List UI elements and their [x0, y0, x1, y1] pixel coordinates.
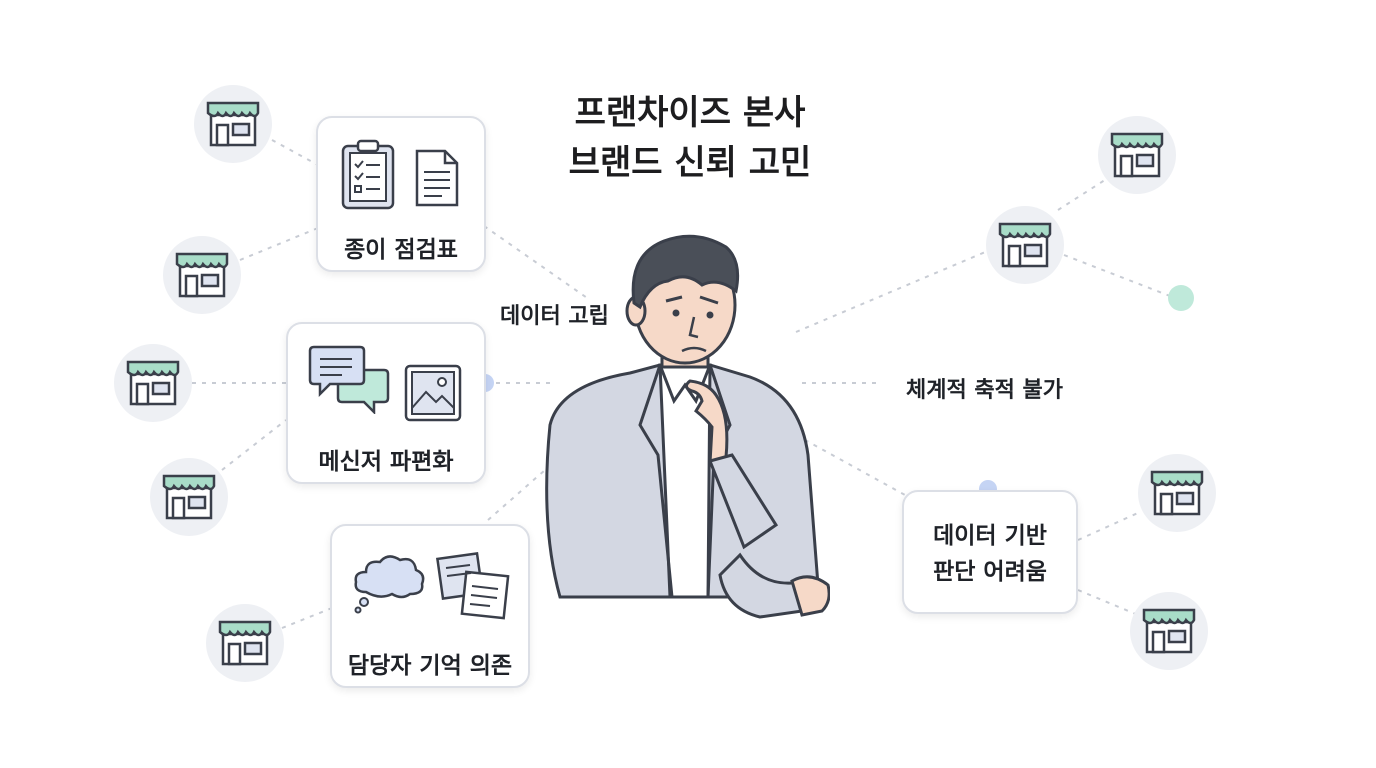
sticky-notes-icon [436, 552, 510, 620]
card-label-line-1: 데이터 기반 [933, 523, 1047, 549]
tag-no-accumulation: 체계적 축적 불가 [906, 378, 1063, 403]
card-label: 메신저 파편화 [318, 449, 454, 475]
chat-bubbles-icon [308, 345, 390, 414]
title-line-1: 프랜차이즈 본사 [574, 93, 806, 133]
title-line-2: 브랜드 신뢰 고민 [568, 143, 812, 183]
card-label: 담당자 기억 의존 [347, 653, 513, 679]
card-label-line-2: 판단 어려움 [933, 559, 1047, 585]
document-icon [415, 149, 459, 207]
storefront-icon [1098, 116, 1176, 194]
connector-dot [1168, 285, 1194, 311]
card-staff-memory: 담당자 기억 의존 [330, 524, 530, 688]
card-label: 종이 점검표 [344, 237, 458, 263]
tag-data-isolation: 데이터 고립 [500, 304, 609, 329]
card-messenger-fragmentation: 메신저 파편화 [286, 322, 486, 484]
diagram-title: 프랜차이즈 본사 브랜드 신뢰 고민 [520, 88, 860, 188]
storefront-icon [150, 458, 228, 536]
card-data-judgment: 데이터 기반 판단 어려움 [902, 490, 1078, 614]
clipboard-checklist-icon [341, 139, 395, 210]
storefront-icon [114, 344, 192, 422]
storefront-icon [163, 236, 241, 314]
storefront-icon [1138, 454, 1216, 532]
card-label: 데이터 기반 판단 어려움 [904, 518, 1076, 590]
card-paper-checklist: 종이 점검표 [316, 116, 486, 272]
thought-cloud-icon [354, 555, 425, 614]
storefront-icon [206, 604, 284, 682]
storefront-icon [194, 85, 272, 163]
image-icon [404, 364, 462, 422]
worried-businessman-illustration [545, 234, 830, 619]
storefront-icon [986, 206, 1064, 284]
storefront-icon [1130, 592, 1208, 670]
